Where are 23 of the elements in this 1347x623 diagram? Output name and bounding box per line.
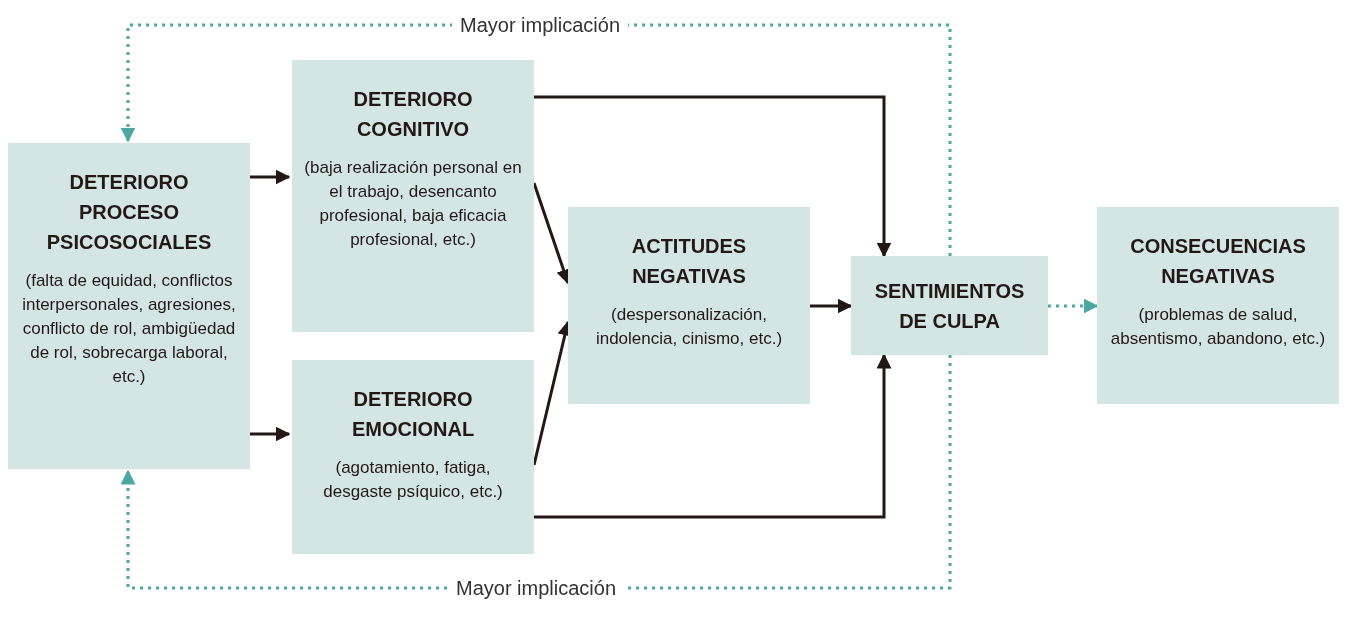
box-description: (falta de equidad, conflictos interpersonales, agresiones, conflicto de rol, ambigüedad de rol, sobrecarga laboral, etc.)	[21, 270, 237, 388]
process-box	[1097, 207, 1339, 404]
process-box	[292, 360, 534, 554]
box-heading: DETERIORO COGNITIVO	[352, 87, 474, 142]
box-description: (problemas de salud, absentismo, abandono, etc.)	[1109, 304, 1327, 350]
box-description: (agotamiento, fatiga, desgaste psíquico, etc.)	[322, 457, 504, 503]
box-description: (despersonalización, indolencia, cinismo, etc.)	[594, 304, 784, 350]
process-box	[568, 207, 810, 404]
arrow	[810, 298, 853, 314]
arrow	[250, 426, 291, 442]
process-box	[8, 143, 250, 469]
process-box	[292, 60, 534, 332]
arrow	[250, 169, 291, 185]
process-box	[851, 256, 1048, 355]
box-heading: CONSECUENCIAS NEGATIVAS	[1129, 234, 1307, 289]
box-heading: ACTITUDES NEGATIVAS	[630, 234, 748, 289]
dashed-arrow	[1048, 298, 1099, 314]
arrow	[534, 95, 892, 258]
box-heading: SENTIMIENTOS DE CULPA	[873, 278, 1026, 334]
box-heading: DETERIORO EMOCIONAL	[350, 387, 476, 442]
box-description: (baja realización personal en el trabajo, desencanto profesional, baja eficacia profesional, etc.)	[303, 157, 523, 251]
arrow	[534, 353, 892, 519]
box-heading: DETERIORO PROCESO PSICOSOCIALES	[45, 170, 213, 255]
